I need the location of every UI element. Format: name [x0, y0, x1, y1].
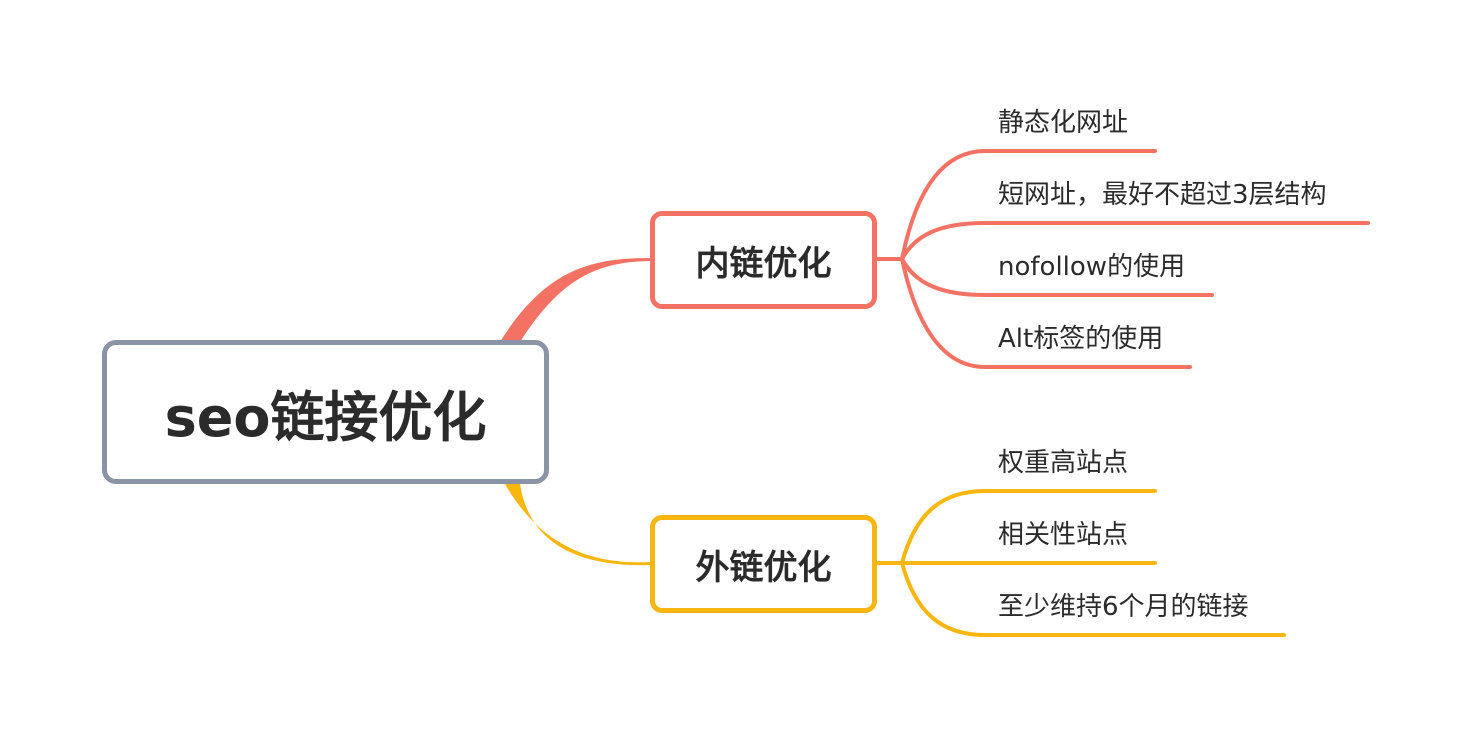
leaf-topic[interactable]: Alt标签的使用: [998, 324, 1164, 354]
branch-topic-label: 内链优化: [695, 243, 832, 284]
connector-leaf-inner-1: [900, 149, 1157, 261]
branch-topic-internal-links[interactable]: 内链优化: [650, 211, 877, 309]
root-topic-label: seo链接优化: [164, 385, 487, 449]
leaf-topic[interactable]: 至少维持6个月的链接: [998, 592, 1249, 622]
connector-leaf-outer-3: [900, 561, 1286, 637]
branch-topic-label: 外链优化: [695, 547, 832, 588]
connector-leaf-inner-2: [900, 221, 1370, 261]
connector-leaf-outer-1: [900, 489, 1157, 565]
leaf-topic[interactable]: 静态化网址: [998, 108, 1129, 138]
connector-root-outer: [505, 484, 650, 566]
leaf-topic[interactable]: 相关性站点: [998, 520, 1129, 550]
connector-root-inner: [500, 258, 650, 342]
branch-topic-external-links[interactable]: 外链优化: [650, 515, 877, 613]
leaf-topic[interactable]: nofollow的使用: [998, 252, 1186, 282]
root-topic[interactable]: seo链接优化: [102, 340, 549, 484]
connector-leaf-inner-3: [900, 257, 1214, 297]
leaf-topic[interactable]: 短网址，最好不超过3层结构: [998, 180, 1327, 210]
leaf-topic[interactable]: 权重高站点: [998, 448, 1129, 478]
connector-leaf-inner-4: [900, 257, 1192, 369]
